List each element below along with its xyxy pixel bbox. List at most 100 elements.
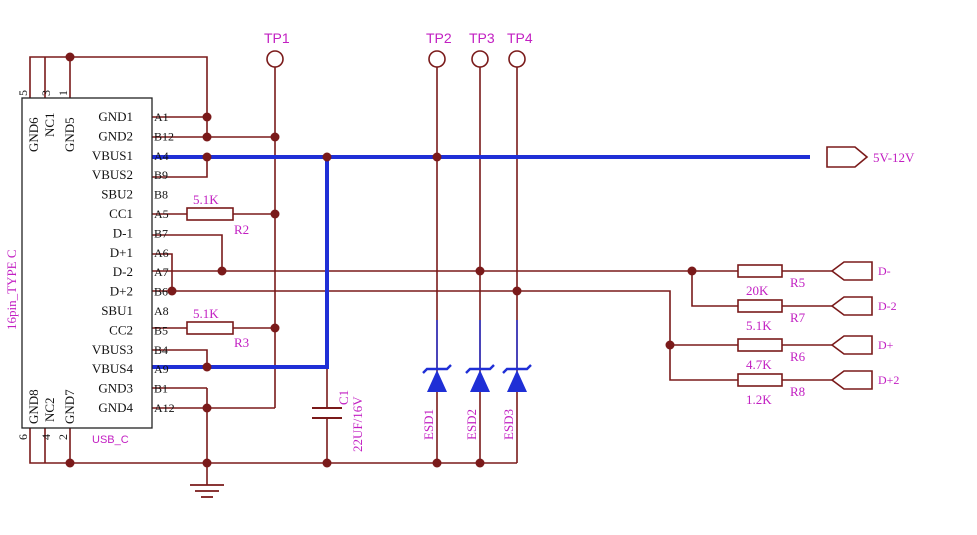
junction [65, 458, 75, 468]
tp4-label: TP4 [507, 30, 533, 46]
pin-number: B7 [154, 226, 168, 240]
ground-symbol [190, 484, 224, 498]
pin-number: A5 [154, 207, 169, 221]
junction [475, 266, 485, 276]
r8-value: 1.2K [746, 392, 772, 407]
port-dm2-label: D-2 [878, 299, 897, 313]
pin-number: B6 [154, 285, 168, 299]
r6-value: 4.7K [746, 357, 772, 372]
pin-name: VBUS1 [92, 148, 133, 163]
pin-num-4: 4 [39, 434, 53, 440]
pin-name-gnd5: GND5 [62, 117, 77, 152]
esd2-triangle [470, 370, 490, 392]
r7-body [737, 299, 783, 313]
wire-bottom-gnd [29, 428, 517, 464]
r7-value: 5.1K [746, 318, 772, 333]
pin-name: VBUS4 [92, 361, 134, 376]
junction [202, 362, 212, 372]
junction [167, 286, 177, 296]
pin-name: D-2 [113, 264, 133, 279]
pin-name: GND1 [98, 109, 133, 124]
pin-name: CC1 [109, 206, 133, 221]
esd2-label: ESD2 [464, 409, 479, 440]
pin-name: D-1 [113, 225, 133, 240]
tp2-label: TP2 [426, 30, 452, 46]
tp1-label: TP1 [264, 30, 290, 46]
resistors: 5.1K R2 5.1K R3 20K R5 5.1K R7 4.7K R6 1… [186, 192, 806, 407]
pin-number: B5 [154, 323, 168, 337]
connector-part-name: 16pin_TYPE C [4, 249, 19, 330]
junction [202, 132, 212, 142]
pin-number: A12 [154, 401, 175, 415]
port-dm2-flag [830, 296, 873, 316]
r5-body [737, 264, 783, 278]
port-dp2-label: D+2 [878, 373, 899, 387]
pin-name: GND2 [98, 128, 133, 143]
pin-name: CC2 [109, 322, 133, 337]
junction [512, 286, 522, 296]
tp3-circle [471, 50, 489, 68]
port-dm-flag [830, 261, 873, 281]
net-ports: 5V-12V D- D-2 D+ D+2 [826, 146, 915, 390]
test-points: TP1 TP2 TP3 TP4 [264, 30, 533, 68]
esd3-diode [502, 320, 532, 392]
junction [432, 458, 442, 468]
usb-c-connector: GND6 NC1 GND5 5 3 1 GND8 NC2 GND7 6 4 2 … [4, 90, 175, 446]
esd1-label: ESD1 [421, 409, 436, 440]
junction [65, 52, 75, 62]
port-dm-label: D- [878, 264, 891, 278]
r2-ref: R2 [234, 222, 249, 237]
esd3-triangle [507, 370, 527, 392]
pin-name-nc2: NC2 [42, 397, 57, 422]
pin-number: A7 [154, 265, 169, 279]
tp1-circle [266, 50, 284, 68]
port-dp2-flag [830, 370, 873, 390]
esd2-diode [465, 320, 495, 392]
wire-dm2 [152, 270, 738, 307]
vbus-net [150, 155, 810, 369]
junction [270, 132, 280, 142]
pin-num-6: 6 [16, 434, 30, 440]
junction [270, 209, 280, 219]
pin-number: B8 [154, 188, 168, 202]
r6-ref: R6 [790, 349, 806, 364]
port-dp-label: D+ [878, 338, 894, 352]
pin-number: A8 [154, 304, 169, 318]
junction [432, 152, 442, 162]
junction [202, 152, 212, 162]
pin-name-gnd7: GND7 [62, 389, 77, 424]
pin-name: D+1 [110, 245, 133, 260]
pin-num-5: 5 [16, 90, 30, 96]
esd1-triangle [427, 370, 447, 392]
junctions [65, 52, 697, 468]
junction [475, 458, 485, 468]
pin-number: B12 [154, 129, 174, 143]
r3-value: 5.1K [193, 306, 219, 321]
c1-value: 22UF/16V [350, 396, 365, 452]
junction [687, 266, 697, 276]
junction [202, 403, 212, 413]
pin-name-nc1: NC1 [42, 112, 57, 137]
capacitor-c1: C1 22UF/16V [312, 390, 365, 452]
r8-ref: R8 [790, 384, 805, 399]
pin-number: A1 [154, 110, 169, 124]
tp2-circle [428, 50, 446, 68]
wire-dp1-tie [152, 253, 173, 291]
wire-b4 [152, 349, 208, 367]
pin-number: A9 [154, 362, 169, 376]
r6-body [737, 338, 783, 352]
esd3-label: ESD3 [501, 409, 516, 440]
tp4-circle [508, 50, 526, 68]
r3-body [186, 321, 234, 335]
pin-name: GND3 [98, 381, 133, 396]
pin-num-3: 3 [39, 90, 53, 96]
port-dp-flag [830, 335, 873, 355]
wire-dm1-tie [152, 234, 223, 271]
wire-dp2 [152, 290, 738, 381]
r2-body [186, 207, 234, 221]
pin-number: B1 [154, 382, 168, 396]
wire-b9 [152, 157, 208, 178]
r7-ref: R7 [790, 310, 806, 325]
